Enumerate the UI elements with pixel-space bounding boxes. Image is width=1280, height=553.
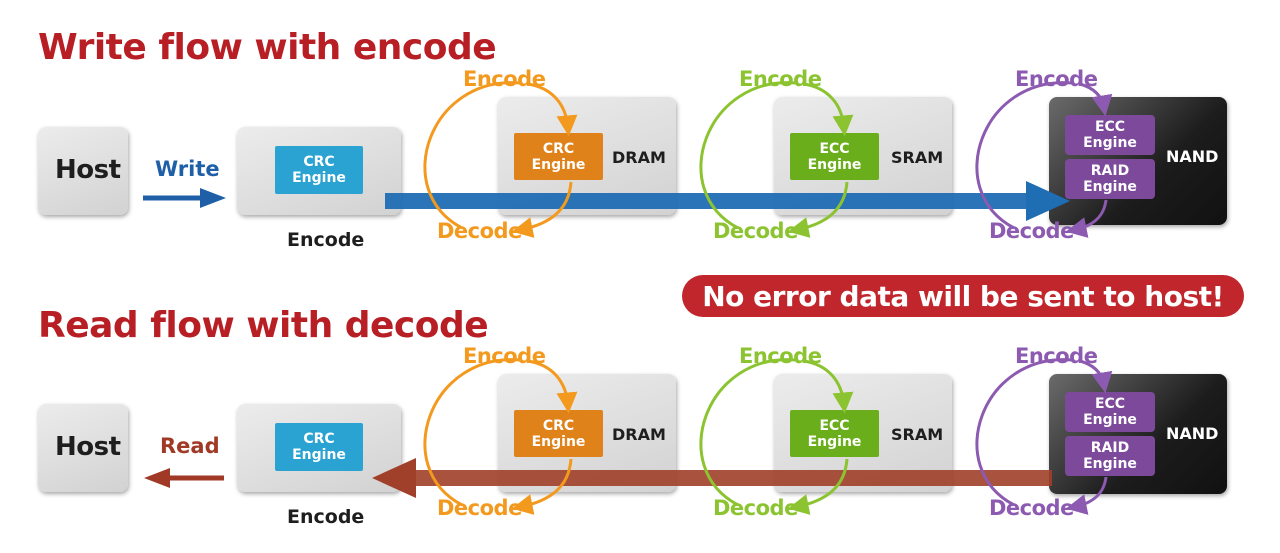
write-host-box bbox=[38, 127, 128, 215]
write-nand-label: NAND bbox=[1166, 147, 1219, 166]
no-error-banner: No error data will be sent to host! bbox=[682, 275, 1244, 317]
read-dram-encode-label: Encode bbox=[463, 344, 546, 368]
write-sram-label: SRAM bbox=[891, 148, 944, 167]
read-nand-encode-label: Encode bbox=[1015, 344, 1098, 368]
write-dram-cycle-arrow bbox=[423, 81, 578, 238]
read-sram-cycle-arrow bbox=[699, 358, 854, 515]
read-flow-title: Read flow with decode bbox=[38, 305, 489, 346]
write-nand-encode-label: Encode bbox=[1015, 67, 1098, 91]
read-crc-caption: Encode bbox=[287, 506, 365, 528]
read-dram-label: DRAM bbox=[612, 425, 666, 444]
read-dram-cycle-arrow bbox=[423, 358, 578, 515]
write-dram-label: DRAM bbox=[612, 148, 666, 167]
write-host-arrow bbox=[143, 188, 226, 208]
write-sram-cycle-arrow bbox=[699, 81, 854, 238]
read-nand-cycle-arrow bbox=[975, 358, 1113, 515]
write-host-label: Host bbox=[55, 155, 121, 185]
write-crc-caption: Encode bbox=[287, 229, 365, 251]
read-host-label: Host bbox=[55, 432, 121, 462]
read-sram-encode-label: Encode bbox=[739, 344, 822, 368]
read-host-box bbox=[38, 404, 128, 492]
write-sram-encode-label: Encode bbox=[739, 67, 822, 91]
write-nand-cycle-arrow bbox=[975, 81, 1113, 238]
write-dram-encode-label: Encode bbox=[463, 67, 546, 91]
write-flow-label: Write bbox=[155, 157, 220, 181]
read-flow-label: Read bbox=[160, 434, 220, 458]
read-sram-label: SRAM bbox=[891, 425, 944, 444]
read-nand-label: NAND bbox=[1166, 424, 1219, 443]
read-host-arrow bbox=[144, 468, 224, 488]
write-flow-title: Write flow with encode bbox=[38, 27, 497, 68]
write-flow-arrow bbox=[385, 181, 1070, 221]
read-flow-arrow bbox=[372, 458, 1052, 498]
